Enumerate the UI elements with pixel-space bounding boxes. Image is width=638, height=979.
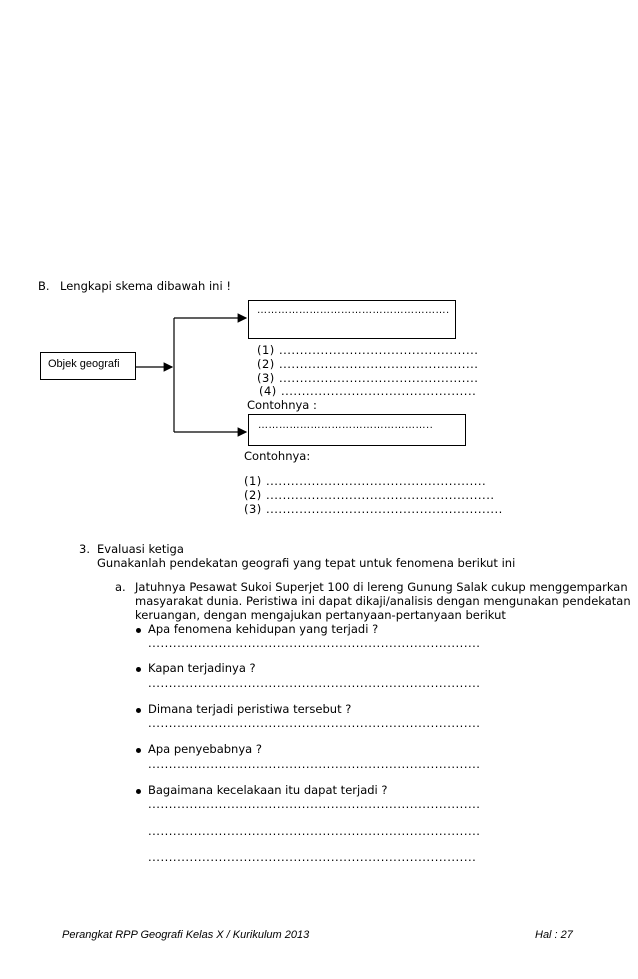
- top-list-item-3: (3) ....................................…: [257, 371, 479, 385]
- item-line-3: keruangan, dengan mengajukan pertanyaan-…: [135, 608, 506, 622]
- bottom-answer-dots: …………………………………………..: [258, 420, 434, 431]
- answer-line-5b: ........................................…: [148, 824, 481, 838]
- bullet-icon: [136, 667, 141, 672]
- bottom-list-item-2: (2) ....................................…: [244, 488, 495, 502]
- evaluation-number: 3.: [79, 542, 90, 556]
- question-5: Bagaimana kecelakaan itu dapat terjadi ?: [148, 783, 388, 797]
- bullet-icon: [136, 628, 141, 633]
- item-letter: a.: [115, 580, 126, 594]
- answer-line-5c: ........................................…: [148, 850, 477, 864]
- bottom-answer-box: …………………………………………..: [248, 414, 466, 446]
- question-3: Dimana terjadi peristiwa tersebut ?: [148, 702, 352, 716]
- answer-line-2: ........................................…: [148, 676, 481, 690]
- top-list-item-2: (2) ....................................…: [257, 357, 479, 371]
- section-b-title: Lengkapi skema dibawah ini !: [60, 279, 231, 293]
- source-box: Objek geografi: [40, 352, 136, 380]
- bottom-example-label: Contohnya:: [244, 449, 311, 463]
- section-b-letter: B.: [38, 279, 50, 293]
- top-answer-box: ……………………………………………….: [248, 300, 456, 339]
- bottom-list-item-3: (3) ....................................…: [244, 502, 503, 516]
- question-1: Apa fenomena kehidupan yang terjadi ?: [148, 622, 379, 636]
- top-example-label: Contohnya :: [247, 398, 317, 412]
- answer-line-4: ........................................…: [148, 757, 481, 771]
- top-answer-dots: ……………………………………………….: [257, 305, 450, 316]
- footer-left: Perangkat RPP Geografi Kelas X / Kurikul…: [62, 929, 310, 941]
- item-line-2: masyarakat dunia. Peristiwa ini dapat di…: [135, 594, 631, 608]
- top-list-item-4: (4) ....................................…: [259, 384, 477, 398]
- top-list-item-1: (1) ....................................…: [257, 343, 479, 357]
- answer-line-5a: ........................................…: [148, 797, 481, 811]
- bullet-icon: [136, 748, 141, 753]
- evaluation-title: Evaluasi ketiga: [97, 542, 184, 556]
- bottom-list-item-1: (1) ....................................…: [244, 474, 487, 488]
- footer-page-number: Hal : 27: [535, 929, 573, 941]
- source-label: Objek geografi: [48, 358, 120, 370]
- answer-line-1: ........................................…: [148, 636, 481, 650]
- item-line-1: Jatuhnya Pesawat Sukoi Superjet 100 di l…: [135, 580, 628, 594]
- evaluation-instruction: Gunakanlah pendekatan geografi yang tepa…: [97, 556, 516, 570]
- question-2: Kapan terjadinya ?: [148, 661, 256, 675]
- question-4: Apa penyebabnya ?: [148, 742, 262, 756]
- answer-line-3: ........................................…: [148, 716, 481, 730]
- bullet-icon: [136, 789, 141, 794]
- bullet-icon: [136, 708, 141, 713]
